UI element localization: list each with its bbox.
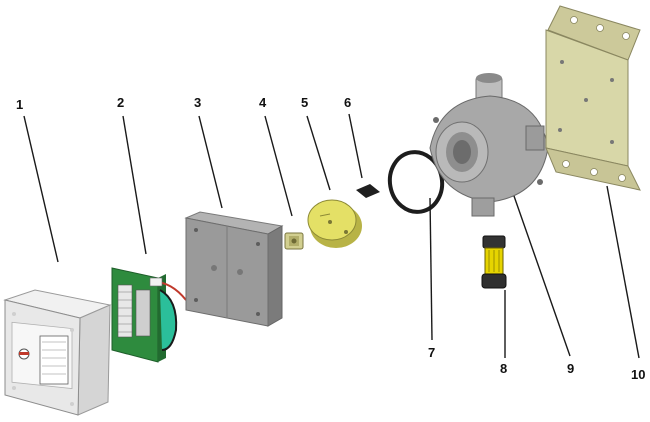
callout-4: 4 — [259, 95, 267, 110]
part-5-disc — [307, 199, 362, 248]
leader-4 — [264, 115, 293, 217]
leader-1 — [23, 115, 59, 263]
leader-6 — [348, 113, 363, 179]
callout-6: 6 — [344, 95, 352, 110]
callout-2: 2 — [117, 95, 125, 110]
callout-5: 5 — [301, 95, 309, 110]
part-6-pad — [356, 184, 380, 198]
leader-9 — [513, 195, 571, 357]
part-1-cover — [3, 289, 112, 416]
callout-8: 8 — [500, 361, 508, 376]
callout-1: 1 — [16, 97, 24, 112]
part-7-oring — [387, 150, 445, 214]
callout-3: 3 — [194, 95, 202, 110]
part-3-plate — [184, 211, 284, 327]
leader-3 — [198, 115, 223, 209]
callout-10: 10 — [631, 367, 646, 382]
part-4-nut — [284, 232, 304, 250]
part-9-body — [429, 73, 549, 217]
part-8-filter — [481, 235, 507, 289]
part-2-pcb — [111, 267, 187, 363]
callout-7: 7 — [428, 345, 436, 360]
leader-2 — [122, 115, 147, 255]
callout-9: 9 — [567, 361, 575, 376]
part-10-bracket — [545, 5, 641, 191]
leader-lines — [23, 113, 640, 359]
leader-7 — [429, 197, 433, 341]
leader-5 — [306, 115, 331, 191]
leader-10 — [606, 185, 640, 359]
